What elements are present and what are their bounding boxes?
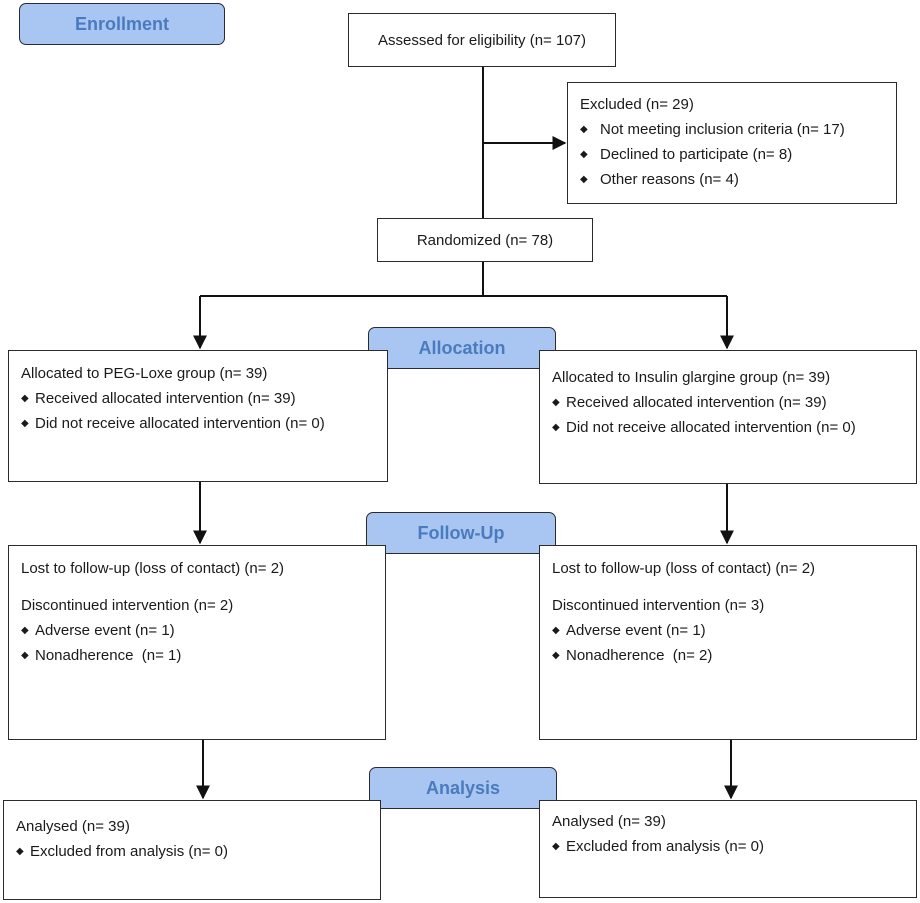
right-discontinued: Discontinued intervention (n= 3)	[552, 597, 765, 614]
left-follow-up-box: Lost to follow-up (loss of contact) (n= …	[8, 545, 386, 740]
excluded-item: ◆ Other reasons (n= 4)	[580, 167, 886, 192]
randomized-box: Randomized (n= 78)	[377, 218, 593, 262]
bullet-icon: ◆	[580, 174, 588, 185]
left-allocation-item: ◆ Received allocated intervention (n= 39…	[21, 386, 377, 411]
right-allocation-item: ◆ Did not receive allocated intervention…	[552, 415, 906, 440]
stage-enrollment: Enrollment	[19, 3, 225, 45]
bullet-icon: ◆	[580, 124, 588, 135]
right-follow-up-box: Lost to follow-up (loss of contact) (n= …	[539, 545, 917, 740]
left-analysis-box: Analysed (n= 39) ◆ Excluded from analysi…	[3, 800, 381, 900]
right-allocation-title: Allocated to Insulin glargine group (n= …	[552, 369, 831, 386]
left-discontinued: Discontinued intervention (n= 2)	[21, 597, 234, 614]
bullet-icon: ◆	[21, 625, 29, 636]
stage-allocation: Allocation	[368, 327, 556, 369]
left-analysis-item: ◆ Excluded from analysis (n= 0)	[16, 839, 370, 864]
left-allocation-box: Allocated to PEG-Loxe group (n= 39) ◆ Re…	[8, 350, 388, 482]
excluded-title: Excluded (n= 29)	[580, 96, 694, 113]
excluded-item: ◆ Declined to participate (n= 8)	[580, 142, 886, 167]
bullet-icon: ◆	[16, 846, 24, 857]
left-allocation-title: Allocated to PEG-Loxe group (n= 39)	[21, 365, 268, 382]
left-follow-up-item: ◆ Nonadherence (n= 1)	[21, 643, 375, 668]
bullet-icon: ◆	[21, 393, 29, 404]
right-allocation-box: Allocated to Insulin glargine group (n= …	[539, 350, 917, 484]
bullet-icon: ◆	[21, 650, 29, 661]
bullet-icon: ◆	[580, 149, 588, 160]
right-analysed: Analysed (n= 39)	[552, 813, 666, 830]
left-analysed: Analysed (n= 39)	[16, 818, 130, 835]
right-analysis-box: Analysed (n= 39) ◆ Excluded from analysi…	[539, 800, 917, 898]
bullet-icon: ◆	[552, 650, 560, 661]
right-allocation-item: ◆ Received allocated intervention (n= 39…	[552, 390, 906, 415]
bullet-icon: ◆	[552, 625, 560, 636]
excluded-box: Excluded (n= 29) ◆ Not meeting inclusion…	[567, 82, 897, 204]
right-lost-to-follow-up: Lost to follow-up (loss of contact) (n= …	[552, 560, 816, 577]
bullet-icon: ◆	[552, 397, 560, 408]
right-follow-up-item: ◆ Adverse event (n= 1)	[552, 618, 906, 643]
right-analysis-item: ◆ Excluded from analysis (n= 0)	[552, 834, 906, 859]
bullet-icon: ◆	[552, 841, 560, 852]
stage-analysis: Analysis	[369, 767, 557, 809]
assessed-text: Assessed for eligibility (n= 107)	[377, 31, 586, 49]
bullet-icon: ◆	[21, 418, 29, 429]
bullet-icon: ◆	[552, 422, 560, 433]
left-lost-to-follow-up: Lost to follow-up (loss of contact) (n= …	[21, 560, 285, 577]
randomized-text: Randomized (n= 78)	[416, 231, 554, 249]
left-follow-up-item: ◆ Adverse event (n= 1)	[21, 618, 375, 643]
left-allocation-item: ◆ Did not receive allocated intervention…	[21, 411, 377, 436]
stage-follow-up: Follow-Up	[366, 512, 556, 554]
right-follow-up-item: ◆ Nonadherence (n= 2)	[552, 643, 906, 668]
assessed-box: Assessed for eligibility (n= 107)	[348, 13, 616, 67]
excluded-item: ◆ Not meeting inclusion criteria (n= 17)	[580, 117, 886, 142]
